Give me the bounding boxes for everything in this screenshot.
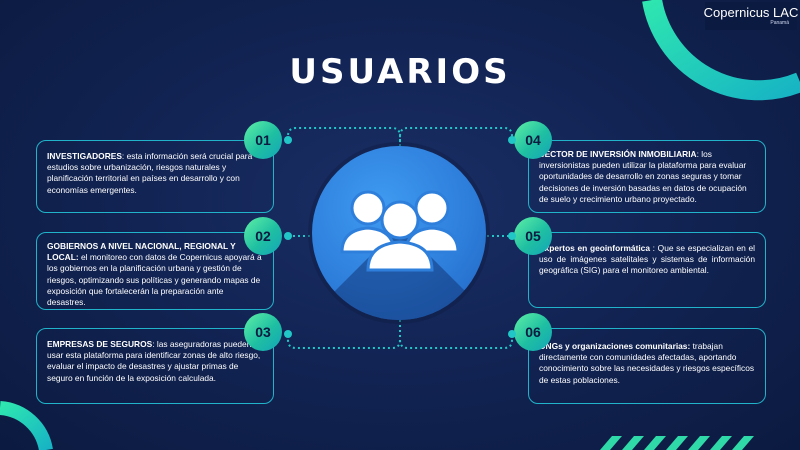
connector-lines — [287, 127, 513, 349]
card-inversion-inmobiliaria: SECTOR DE INVERSIÓN INMOBILIARIA: los in… — [528, 140, 766, 213]
card-investigadores: INVESTIGADORES: esta información será cr… — [36, 140, 274, 213]
top-right-arc — [642, 0, 800, 101]
users-group-icon — [340, 190, 460, 272]
card-gobiernos: GOBIERNOS A NIVEL NACIONAL, REGIONAL Y L… — [36, 232, 274, 310]
card-heading: SECTOR DE INVERSIÓN INMOBILIARIA — [539, 149, 697, 159]
connector-dot — [508, 330, 516, 338]
badge-06: 06 — [514, 313, 552, 351]
badge-05: 05 — [514, 217, 552, 255]
copernicus-logo: Copernicus LAC Panamá — [703, 2, 799, 30]
page-title: USUARIOS — [289, 52, 511, 92]
logo-subtext: Panamá — [770, 20, 789, 26]
card-heading: Expertos en geoinformática — [539, 243, 650, 253]
card-geoinformatica: Expertos en geoinformática : Que se espe… — [528, 232, 766, 308]
card-seguros: EMPRESAS DE SEGUROS: las aseguradoras pu… — [36, 328, 274, 404]
badge-01: 01 — [244, 121, 282, 159]
card-heading: GOBIERNOS A NIVEL NACIONAL, REGIONAL Y L… — [47, 241, 236, 263]
card-heading: ONGs y organizaciones comunitarias: — [539, 341, 691, 351]
connector-dot — [284, 232, 292, 240]
card-heading: EMPRESAS DE SEGUROS — [47, 339, 153, 349]
badge-02: 02 — [244, 217, 282, 255]
card-ongs: ONGs y organizaciones comunitarias: trab… — [528, 328, 766, 404]
card-body: trabajan directamente con comunidades af… — [539, 341, 755, 385]
card-body: : los inversionistas pueden utilizar la … — [539, 149, 747, 204]
connector-dot — [284, 330, 292, 338]
badge-04: 04 — [514, 121, 552, 159]
card-body: : las aseguradoras pueden usar esta plat… — [47, 339, 261, 383]
card-body: : Que se especializan en el uso de imáge… — [539, 243, 755, 276]
card-body: : esta información será crucial para est… — [47, 151, 253, 195]
users-hub-circle — [312, 146, 486, 320]
bottom-right-stripes — [600, 436, 754, 450]
card-body: el monitoreo con datos de Copernicus apo… — [47, 252, 262, 308]
connector-dot — [284, 136, 292, 144]
card-heading: INVESTIGADORES — [47, 151, 122, 161]
badge-03: 03 — [244, 313, 282, 351]
connector-dot — [508, 232, 516, 240]
logo-text: Copernicus LAC — [703, 5, 799, 20]
bottom-left-arc — [0, 401, 53, 450]
connector-dot — [508, 136, 516, 144]
